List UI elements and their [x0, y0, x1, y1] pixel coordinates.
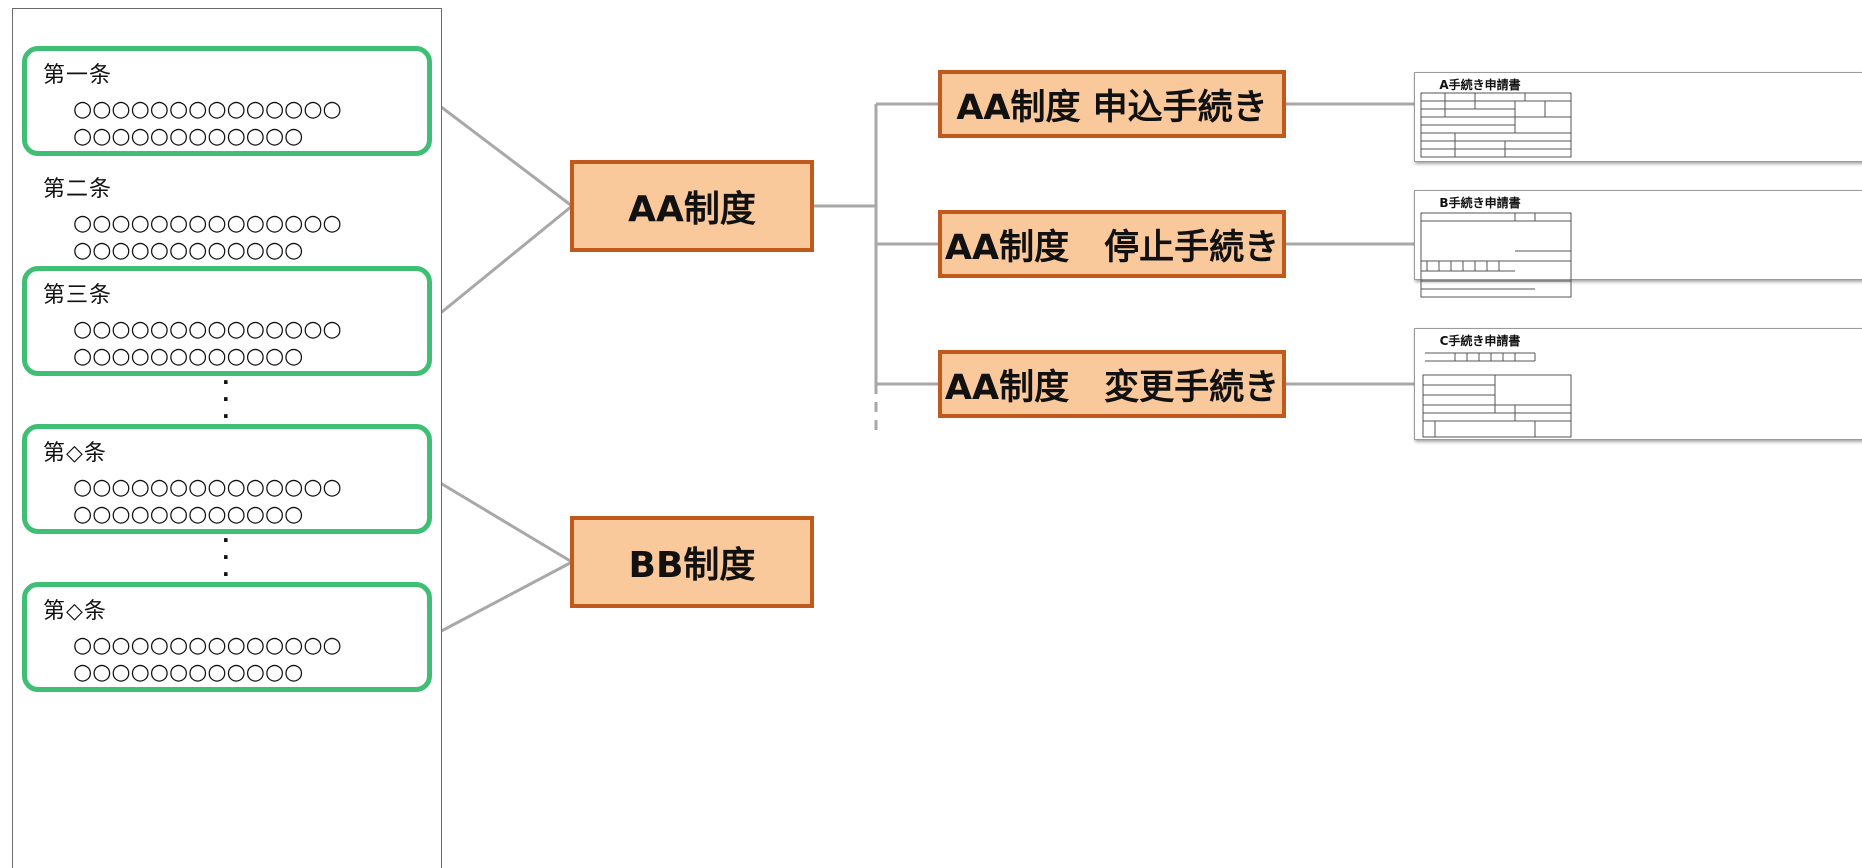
- form-b-grid: [1420, 212, 1572, 298]
- procedure-change-box: AA制度 変更手続き: [938, 350, 1286, 418]
- form-a-title: A手続き申請書: [1439, 78, 1521, 92]
- connector-article5-bb: [431, 560, 573, 638]
- aa-system-label: AA制度: [628, 189, 756, 230]
- article-2: 第二条 ○○○○○○○○○○○○○○ ○○○○○○○○○○○○: [22, 160, 432, 270]
- article-4-text: ○○○○○○○○○○○○○○ ○○○○○○○○○○○○: [73, 475, 342, 527]
- procedure-apply-label: AA制度 申込手続き: [956, 87, 1268, 128]
- procedure-stop-box: AA制度 停止手続き: [938, 210, 1286, 278]
- article-4-highlighted: 第◇条 ○○○○○○○○○○○○○○ ○○○○○○○○○○○○: [22, 424, 432, 534]
- article-3-title: 第三条: [43, 283, 113, 308]
- form-a-thumbnail: A手続き申請書: [1414, 72, 1862, 162]
- form-b-title: B手続き申請書: [1439, 196, 1521, 210]
- connector-article4-bb: [431, 476, 573, 564]
- article-3-highlighted: 第三条 ○○○○○○○○○○○○○○ ○○○○○○○○○○○○: [22, 266, 432, 376]
- aa-system-box: AA制度: [570, 160, 814, 252]
- procedure-change-label: AA制度 変更手続き: [944, 367, 1280, 408]
- article-5-title: 第◇条: [43, 599, 107, 624]
- bb-system-label: BB制度: [628, 545, 756, 586]
- form-a-grid: [1420, 92, 1572, 158]
- article-4-title: 第◇条: [43, 441, 107, 466]
- article-2-text: ○○○○○○○○○○○○○○ ○○○○○○○○○○○○: [73, 211, 342, 263]
- article-1-highlighted: 第一条 ○○○○○○○○○○○○○○ ○○○○○○○○○○○○: [22, 46, 432, 156]
- bb-system-box: BB制度: [570, 516, 814, 608]
- form-b-thumbnail: B手続き申請書: [1414, 190, 1862, 298]
- procedure-apply-box: AA制度 申込手続き: [938, 70, 1286, 138]
- connector-article1-aa: [431, 98, 573, 208]
- form-c-thumbnail: C手続き申請書: [1414, 328, 1862, 440]
- form-c-title: C手続き申請書: [1439, 334, 1521, 348]
- article-5-highlighted: 第◇条 ○○○○○○○○○○○○○○ ○○○○○○○○○○○○: [22, 582, 432, 692]
- article-1-title: 第一条: [43, 63, 113, 88]
- ellipsis-dots-1: · · ·: [222, 370, 230, 428]
- ellipsis-dots-2: · · ·: [222, 528, 230, 586]
- article-1-text: ○○○○○○○○○○○○○○ ○○○○○○○○○○○○: [73, 97, 342, 149]
- connector-article3-aa: [431, 204, 573, 322]
- article-5-text: ○○○○○○○○○○○○○○ ○○○○○○○○○○○○: [73, 633, 342, 685]
- article-2-title: 第二条: [43, 177, 113, 202]
- form-c-grid: [1422, 352, 1572, 438]
- article-3-text: ○○○○○○○○○○○○○○ ○○○○○○○○○○○○: [73, 317, 342, 369]
- procedure-stop-label: AA制度 停止手続き: [944, 227, 1280, 268]
